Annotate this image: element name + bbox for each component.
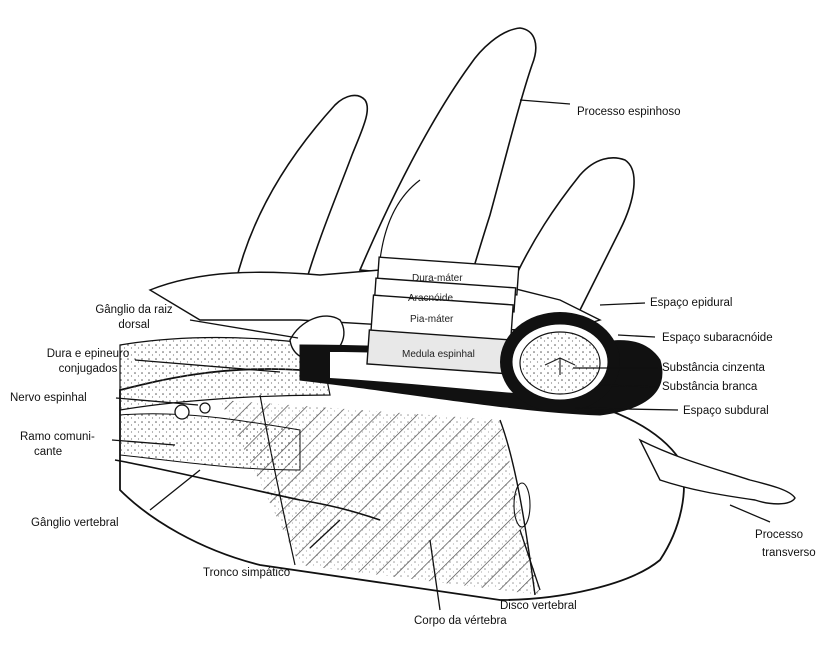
label-nervo-espinhal: Nervo espinhal: [10, 391, 87, 406]
label-tronco-simpatico: Tronco simpático: [203, 566, 290, 581]
label-processo-transverso-2: transverso: [762, 546, 816, 561]
label-corpo-vertebra: Corpo da vértebra: [414, 614, 507, 629]
label-dura-epineuro-2: conjugados: [38, 362, 138, 377]
arachnoid-label: Aracnóide: [408, 293, 453, 304]
pia-mater-label: Pia-máter: [410, 314, 454, 325]
label-espaco-subaracnoide: Espaço subaracnóide: [662, 331, 773, 346]
label-ramo-comunicante-2: cante: [34, 445, 62, 460]
spinous-process-right: [505, 158, 634, 310]
label-substancia-branca: Substância branca: [662, 380, 757, 395]
label-espaco-epidural: Espaço epidural: [650, 296, 732, 311]
spinous-process-left: [235, 95, 367, 285]
label-processo-transverso-1: Processo: [746, 528, 812, 543]
spinal-cord-label: Medula espinhal: [402, 349, 475, 360]
label-substancia-cinzenta: Substância cinzenta: [662, 361, 765, 376]
label-espaco-subdural: Espaço subdural: [683, 404, 769, 419]
label-ganglio-vertebral: Gânglio vertebral: [31, 516, 119, 531]
label-disco-vertebral: Disco vertebral: [500, 599, 577, 614]
label-ganglio-raiz-2: dorsal: [84, 318, 184, 333]
dura-mater-label: Dura-máter: [412, 273, 463, 284]
label-ganglio-raiz-1: Gânglio da raiz: [84, 303, 184, 318]
vertebral-ganglion: [175, 405, 189, 419]
label-ramo-comunicante-1: Ramo comuni-: [20, 430, 95, 445]
spinous-process-middle: [360, 28, 536, 280]
label-dura-epineuro-1: Dura e epineuro: [38, 347, 138, 362]
label-processo-espinhoso: Processo espinhoso: [577, 105, 681, 120]
